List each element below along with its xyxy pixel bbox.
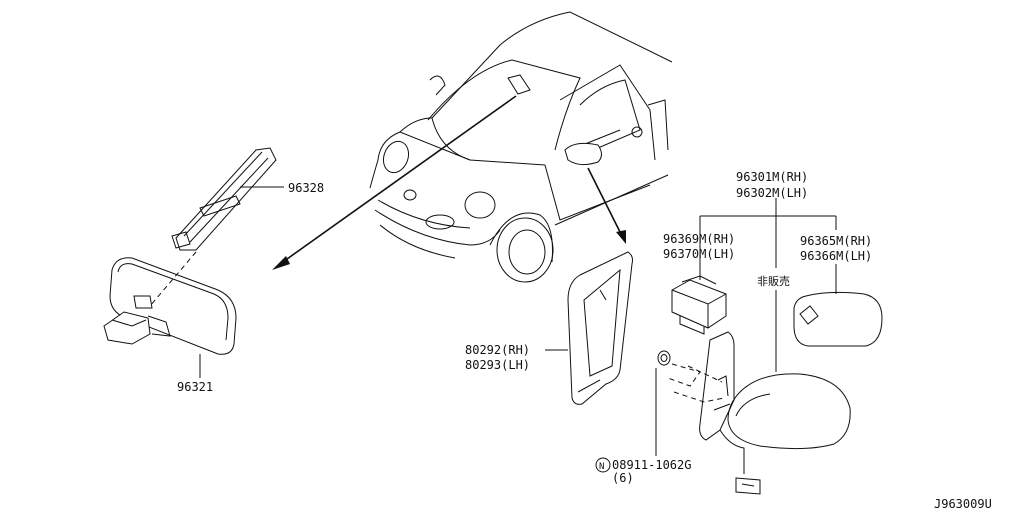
- inner-mirror: [103, 257, 237, 355]
- label-96301m: 96301M(RH): [736, 170, 808, 184]
- label-96321: 96321: [177, 380, 213, 394]
- nut-symbol-circle: [595, 457, 611, 473]
- label-qty: (6): [612, 471, 634, 485]
- assembly-bracket: [700, 198, 837, 372]
- dash-guide: [149, 251, 197, 307]
- label-96370m: 96370M(LH): [663, 247, 735, 261]
- label-96302m: 96302M(LH): [736, 186, 808, 200]
- door-mirror-assembly: [699, 331, 851, 495]
- mirror-glass: [793, 291, 883, 347]
- label-08911: 08911-1062G: [612, 458, 691, 472]
- inner-mirror-cover: [171, 147, 277, 251]
- dash-guides-mirror: [667, 363, 725, 403]
- corner-finisher: [567, 251, 633, 405]
- label-96328: 96328: [288, 181, 324, 195]
- label-96365m: 96365M(RH): [800, 234, 872, 248]
- callout-arrows: [272, 95, 626, 270]
- mirror-motor: [671, 275, 727, 335]
- label-80292: 80292(RH): [465, 343, 530, 357]
- label-80293: 80293(LH): [465, 358, 530, 372]
- nut: [657, 350, 671, 366]
- car-illustration: [369, 11, 673, 283]
- label-96366m: 96366M(LH): [800, 249, 872, 263]
- label-96369m: 96369M(RH): [663, 232, 735, 246]
- label-not-sold: 非販売: [757, 275, 790, 288]
- diagram-id: J963009U: [934, 497, 992, 511]
- label-nut-symbol: N: [599, 462, 604, 472]
